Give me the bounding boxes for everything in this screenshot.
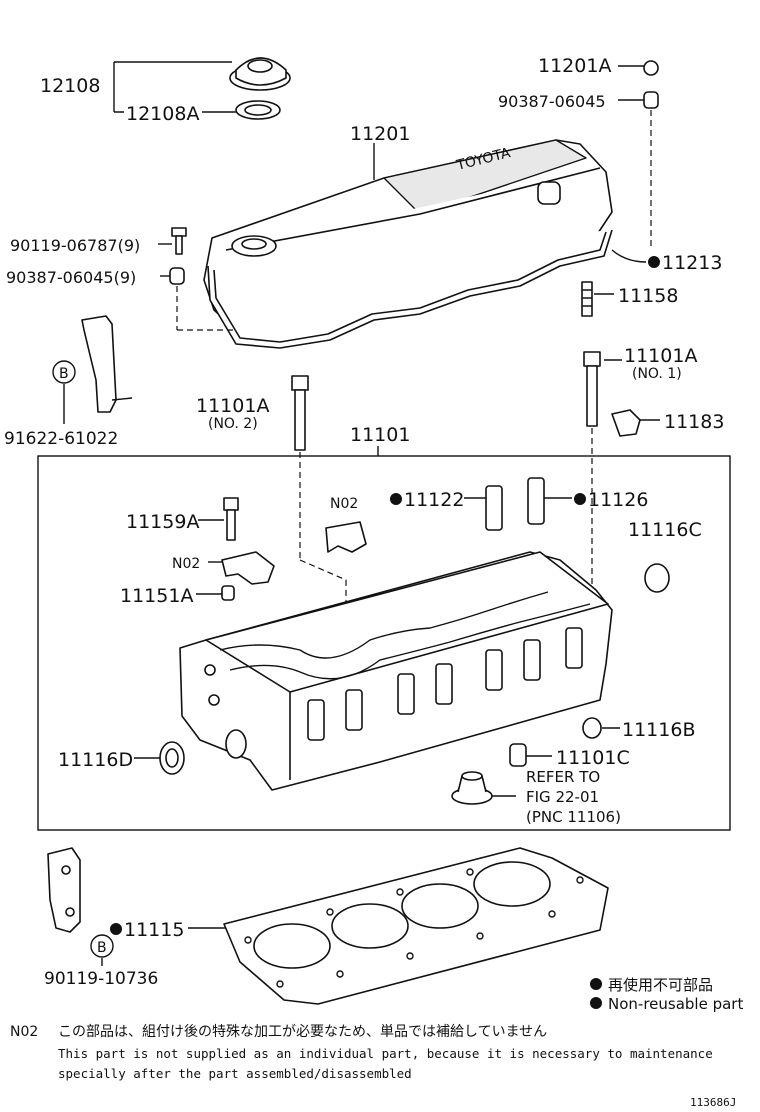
label-11101c: 11101C: [556, 747, 630, 769]
label-b-bottom: B: [97, 940, 107, 956]
legend-dot-jp: [590, 978, 602, 990]
plug-11183-drawing: [611, 409, 641, 437]
label-n02-upper: N02: [330, 496, 358, 512]
label-90387-06045-9: 90387-06045(9): [6, 268, 136, 287]
bolt-11101a-no2-drawing: [291, 375, 309, 451]
label-b-top: B: [59, 366, 69, 382]
n02-cap-lower-drawing: [221, 551, 275, 585]
stud-11158-drawing: [581, 281, 593, 317]
refer-line-1: REFER TO: [526, 768, 600, 786]
label-11159a: 11159A: [126, 511, 199, 533]
label-11122: 11122: [404, 489, 464, 511]
label-11101a-no1: 11101A: [624, 345, 697, 367]
label-12108: 12108: [40, 75, 100, 97]
oil-filler-gasket-drawing: [235, 100, 281, 120]
non-reusable-dot-11115: [110, 923, 122, 935]
refer-line-2: FIG 22-01: [526, 788, 599, 806]
label-11151a: 11151A: [120, 585, 193, 607]
label-no2: (NO. 2): [208, 416, 258, 432]
non-reusable-dot-11126: [574, 493, 586, 505]
engine-hanger-bracket-drawing: [81, 315, 133, 413]
dowel-11151a-drawing: [221, 585, 235, 601]
label-n02-lower: N02: [172, 556, 200, 572]
note-en-line2: specially after the part assembled/disas…: [58, 1066, 412, 1081]
label-11101a-no2: 11101A: [196, 395, 269, 417]
legend-jp: 再使用不可部品: [608, 976, 713, 994]
non-reusable-dot-11122: [390, 493, 402, 505]
plug-11116b-drawing: [582, 717, 602, 739]
label-90119-06787-9: 90119-06787(9): [10, 236, 140, 255]
grommet-90387-9-drawing: [169, 267, 185, 285]
label-90119-10736: 90119-10736: [44, 969, 158, 989]
refer-part-drawing: [451, 771, 493, 805]
non-reusable-dot-11213: [648, 256, 660, 268]
label-11101: 11101: [350, 424, 410, 446]
oil-filler-cap-drawing: [229, 57, 291, 91]
label-11116b: 11116B: [622, 719, 695, 741]
label-11116c: 11116C: [628, 519, 702, 541]
bolt-11101a-no1-drawing: [583, 351, 601, 427]
label-11201: 11201: [350, 123, 410, 145]
label-90387-06045: 90387-06045: [498, 92, 606, 111]
label-no1: (NO. 1): [632, 366, 682, 382]
label-11183: 11183: [664, 411, 724, 433]
label-11115: 11115: [124, 919, 184, 941]
bolt-90119-06787-drawing: [171, 227, 187, 255]
grommet-90387-drawing: [643, 91, 659, 109]
dowel-11101c-drawing: [509, 743, 527, 767]
valve-guide-11126-drawing: [527, 477, 545, 525]
label-11126: 11126: [588, 489, 648, 511]
label-91622-61022: 91622-61022: [4, 429, 118, 449]
figure-id: 113686J: [690, 1096, 736, 1109]
cap-11201a-drawing: [643, 60, 659, 76]
label-11201a: 11201A: [538, 55, 611, 77]
seal-11116d-drawing: [159, 741, 185, 775]
n02-cap-upper-drawing: [325, 521, 367, 553]
head-cover-gasket-drawing: [207, 229, 613, 349]
legend-en: Non-reusable part: [608, 995, 743, 1013]
cylinder-head-drawing: [179, 551, 613, 791]
label-12108a: 12108A: [126, 103, 199, 125]
plug-11116c-drawing: [644, 563, 670, 593]
refer-line-3: (PNC 11106): [526, 808, 621, 826]
legend-dot-en: [590, 997, 602, 1009]
note-code: N02: [10, 1024, 38, 1040]
label-11158: 11158: [618, 285, 678, 307]
bolt-11159a-drawing: [223, 497, 239, 541]
label-11116d: 11116D: [58, 749, 133, 771]
cylinder-head-frame: [37, 455, 731, 831]
label-11213: 11213: [662, 252, 722, 274]
valve-guide-11122-drawing: [485, 485, 503, 531]
engine-hanger-rear-drawing: [47, 847, 81, 933]
note-jp: この部品は、組付け後の特殊な加工が必要なため、単品では補給していません: [58, 1024, 547, 1040]
note-en-line1: This part is not supplied as an individu…: [58, 1046, 713, 1061]
cylinder-head-gasket-drawing: [223, 847, 609, 1005]
